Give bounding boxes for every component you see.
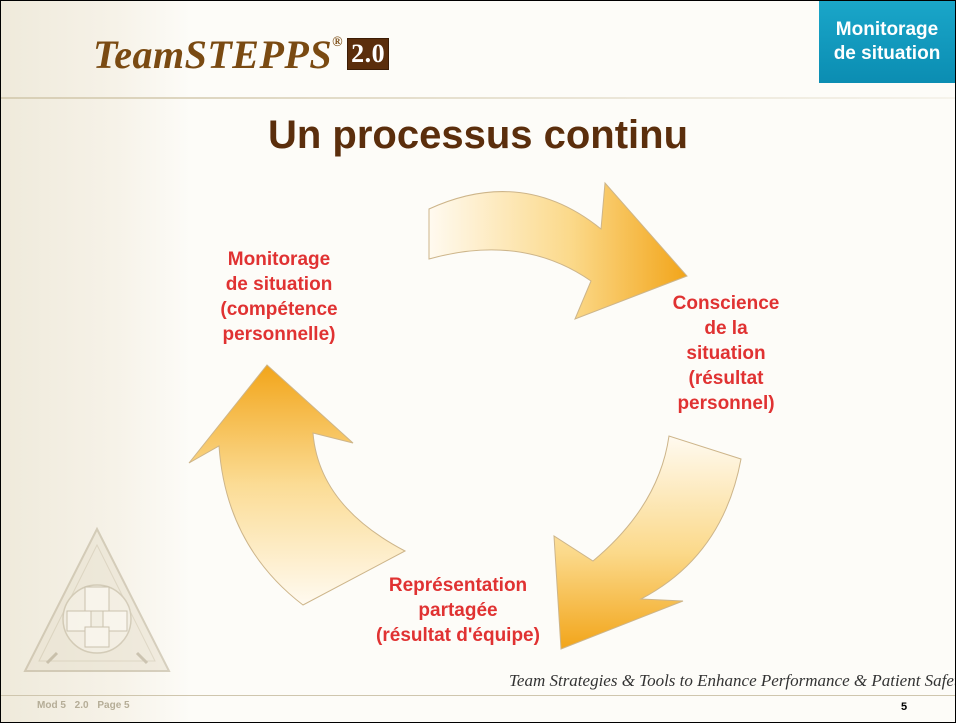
cycle-label-line: personnelle) [222,324,336,345]
cycle-label-line: de situation [225,274,333,295]
topic-badge: Monitorage de situation [819,1,955,83]
cycle-label-line: de la [704,318,748,339]
cycle-label-line: situation [686,343,766,364]
footer-tagline: Team Strategies & Tools to Enhance Perfo… [509,671,956,690]
cycle-label-line: partagée [418,600,498,621]
slide-title: Un processus continu [267,113,689,157]
page-number: 5 [901,701,908,713]
footer-version: 2.0 [74,700,89,711]
cycle-label-line: Conscience [672,293,780,314]
topic-line-2: de situation [833,43,941,64]
logo-brand: TeamSTEPPS [93,32,333,77]
cycle-label-line: (résultat [688,368,764,389]
header-divider [1,97,955,99]
teamstepps-logo: TeamSTEPPS®2.0 [93,31,390,78]
cycle-label-situation-awareness: Conscience de la situation (résultat per… [651,291,801,416]
cycle-label-line: Représentation [388,575,528,596]
teamstepps-triangle-watermark [23,526,171,672]
cycle-label-line: (résultat d'équipe) [376,625,540,646]
footer-module: Mod 5 [37,700,66,711]
cycle-label-line: Monitorage [227,249,331,270]
footer-page-label: Page 5 [97,700,130,711]
cycle-label-line: (compétence [220,299,338,320]
cycle-label-situation-monitoring: Monitorage de situation (compétence pers… [209,247,349,347]
topic-line-1: Monitorage [835,19,939,40]
arrow-awareness-to-shared [553,435,742,650]
arrow-shared-to-monitoring [188,364,407,606]
cycle-label-shared-mental-model: Représentation partagée (résultat d'équi… [343,573,573,648]
arrow-monitoring-to-awareness [428,181,688,320]
logo-registered-mark: ® [332,35,344,50]
logo-version-badge: 2.0 [347,38,390,70]
footer-divider [1,695,955,696]
cycle-label-line: personnel) [677,393,775,414]
footer-module-info: Mod 5 2.0 Page 5 [37,700,136,711]
